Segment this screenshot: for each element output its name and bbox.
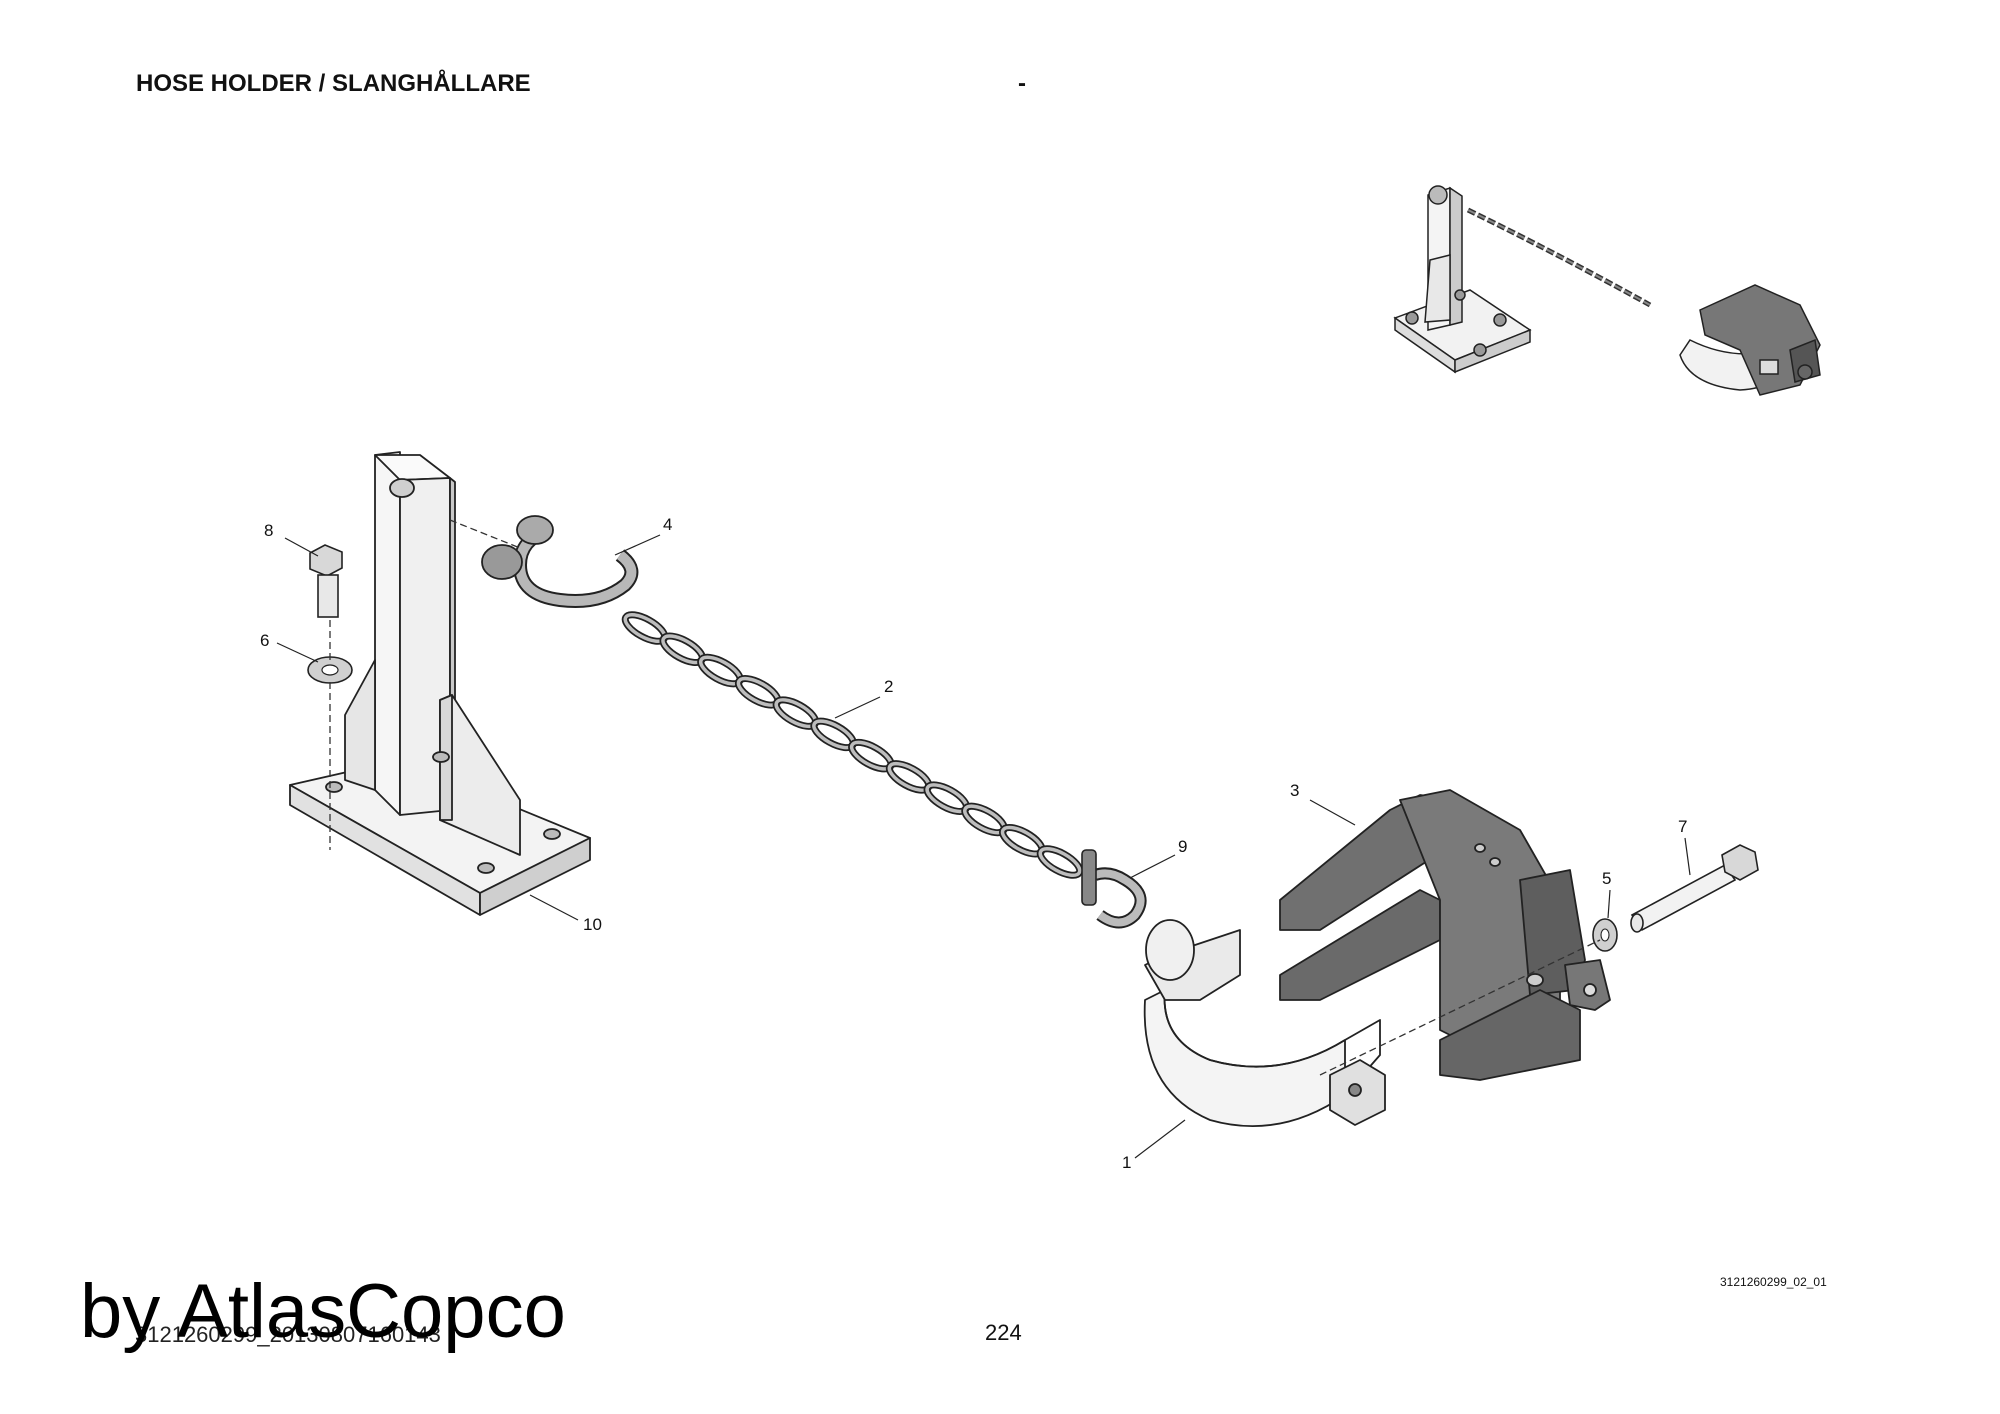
bolt-part-8	[309, 544, 343, 618]
callout-10: 10	[583, 915, 602, 934]
callout-9: 9	[1178, 837, 1187, 856]
clamp-part-1	[1143, 919, 1386, 1128]
drawing-reference: 3121260299_02_01	[1720, 1275, 1827, 1289]
holder-part-3	[1279, 789, 1611, 1081]
header-dash: -	[1018, 70, 1026, 97]
assembly-overview-illustration	[1393, 185, 1821, 396]
callout-4: 4	[663, 515, 672, 534]
callout-3: 3	[1290, 781, 1299, 800]
chain-part-2	[621, 611, 1084, 879]
callout-5: 5	[1602, 869, 1611, 888]
callout-6: 6	[260, 631, 269, 650]
page-number: 224	[985, 1320, 1022, 1345]
callout-8: 8	[264, 521, 273, 540]
shackle-part-4	[481, 515, 639, 608]
callout-1: 1	[1122, 1153, 1131, 1172]
chain-link-highlight	[1038, 846, 1082, 878]
page-title: HOSE HOLDER / SLANGHÅLLARE	[136, 70, 531, 97]
bracket-part-10	[289, 451, 591, 916]
callout-2: 2	[884, 677, 893, 696]
callout-7: 7	[1678, 817, 1687, 836]
shackle-part-9	[1081, 849, 1147, 929]
watermark: by AtlasCopco	[80, 1269, 566, 1354]
long-bolt-part-7	[1630, 844, 1759, 933]
footer-document-id: 3121260299_20130807160143	[135, 1322, 441, 1347]
